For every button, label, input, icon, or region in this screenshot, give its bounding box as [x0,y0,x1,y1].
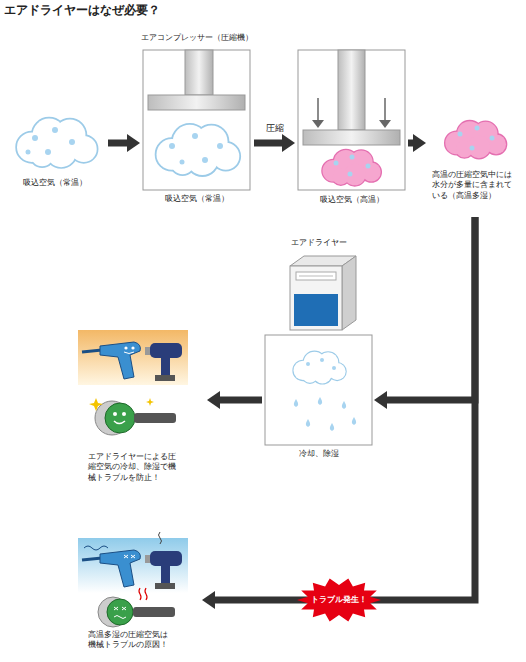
hot-air-cloud: 高温の圧縮空気中には水分が多量に含まれている（高温多湿） [428,115,522,215]
edge-label: 圧縮 [266,122,284,135]
good-result-panel: エアドライヤーによる圧縮空気の冷却、除湿で機械トラブルを防止！ [72,325,205,487]
arrow-head [374,391,387,409]
node-text: 吸込空気（常温） [5,178,105,188]
flow-arrow [374,217,475,409]
compressor-box: エアコンプレッサー（圧縮機） 吸込空気（常温） [136,33,257,208]
node-text: 冷却、除湿 [265,449,372,459]
arrow-head [202,591,215,609]
flow-arrow [408,134,426,152]
connector-line [254,140,284,147]
trouble-result-panel: 高温多湿の圧縮空気は機械トラブルの原因！ [72,530,200,658]
node-text: 高温多湿の圧縮空気は機械トラブルの原因！ [88,630,172,651]
arrow-head [413,134,426,152]
arrow-head [207,391,220,409]
node-text: 吸込空気（高温） [298,195,405,205]
trouble-burst: トラブル発生！ [297,578,381,622]
flow-arrow [202,217,475,609]
compressor-box: 吸込空気（高温） [298,50,405,208]
air-dryer-box: エアドライヤー冷却、除湿 [265,238,372,463]
connector-line [218,397,262,404]
starburst-shape [297,579,381,622]
flow-arrow [254,134,295,152]
node-text: 吸込空気（常温） [136,194,257,204]
flow-arrow [108,134,140,152]
node-text: 高温の圧縮空気中には水分が多量に含まれている（高温多湿） [432,170,516,201]
connector-line [213,217,475,600]
edge-label: トラブル発生！ [297,578,381,622]
node-text: エアコンプレッサー（圧縮機） [136,33,257,43]
connector-line [385,217,475,400]
air-cloud: 吸込空気（常温） [5,112,105,197]
flow-arrow [207,391,262,409]
arrow-head [127,134,140,152]
title: エアドライヤーはなぜ必要？ [4,2,160,19]
node-text: エアドライヤーによる圧縮空気の冷却、除湿で機械トラブルを防止！ [88,452,180,483]
connector-line [108,140,129,147]
arrow-head [282,134,295,152]
node-text: エアドライヤー [265,238,372,248]
